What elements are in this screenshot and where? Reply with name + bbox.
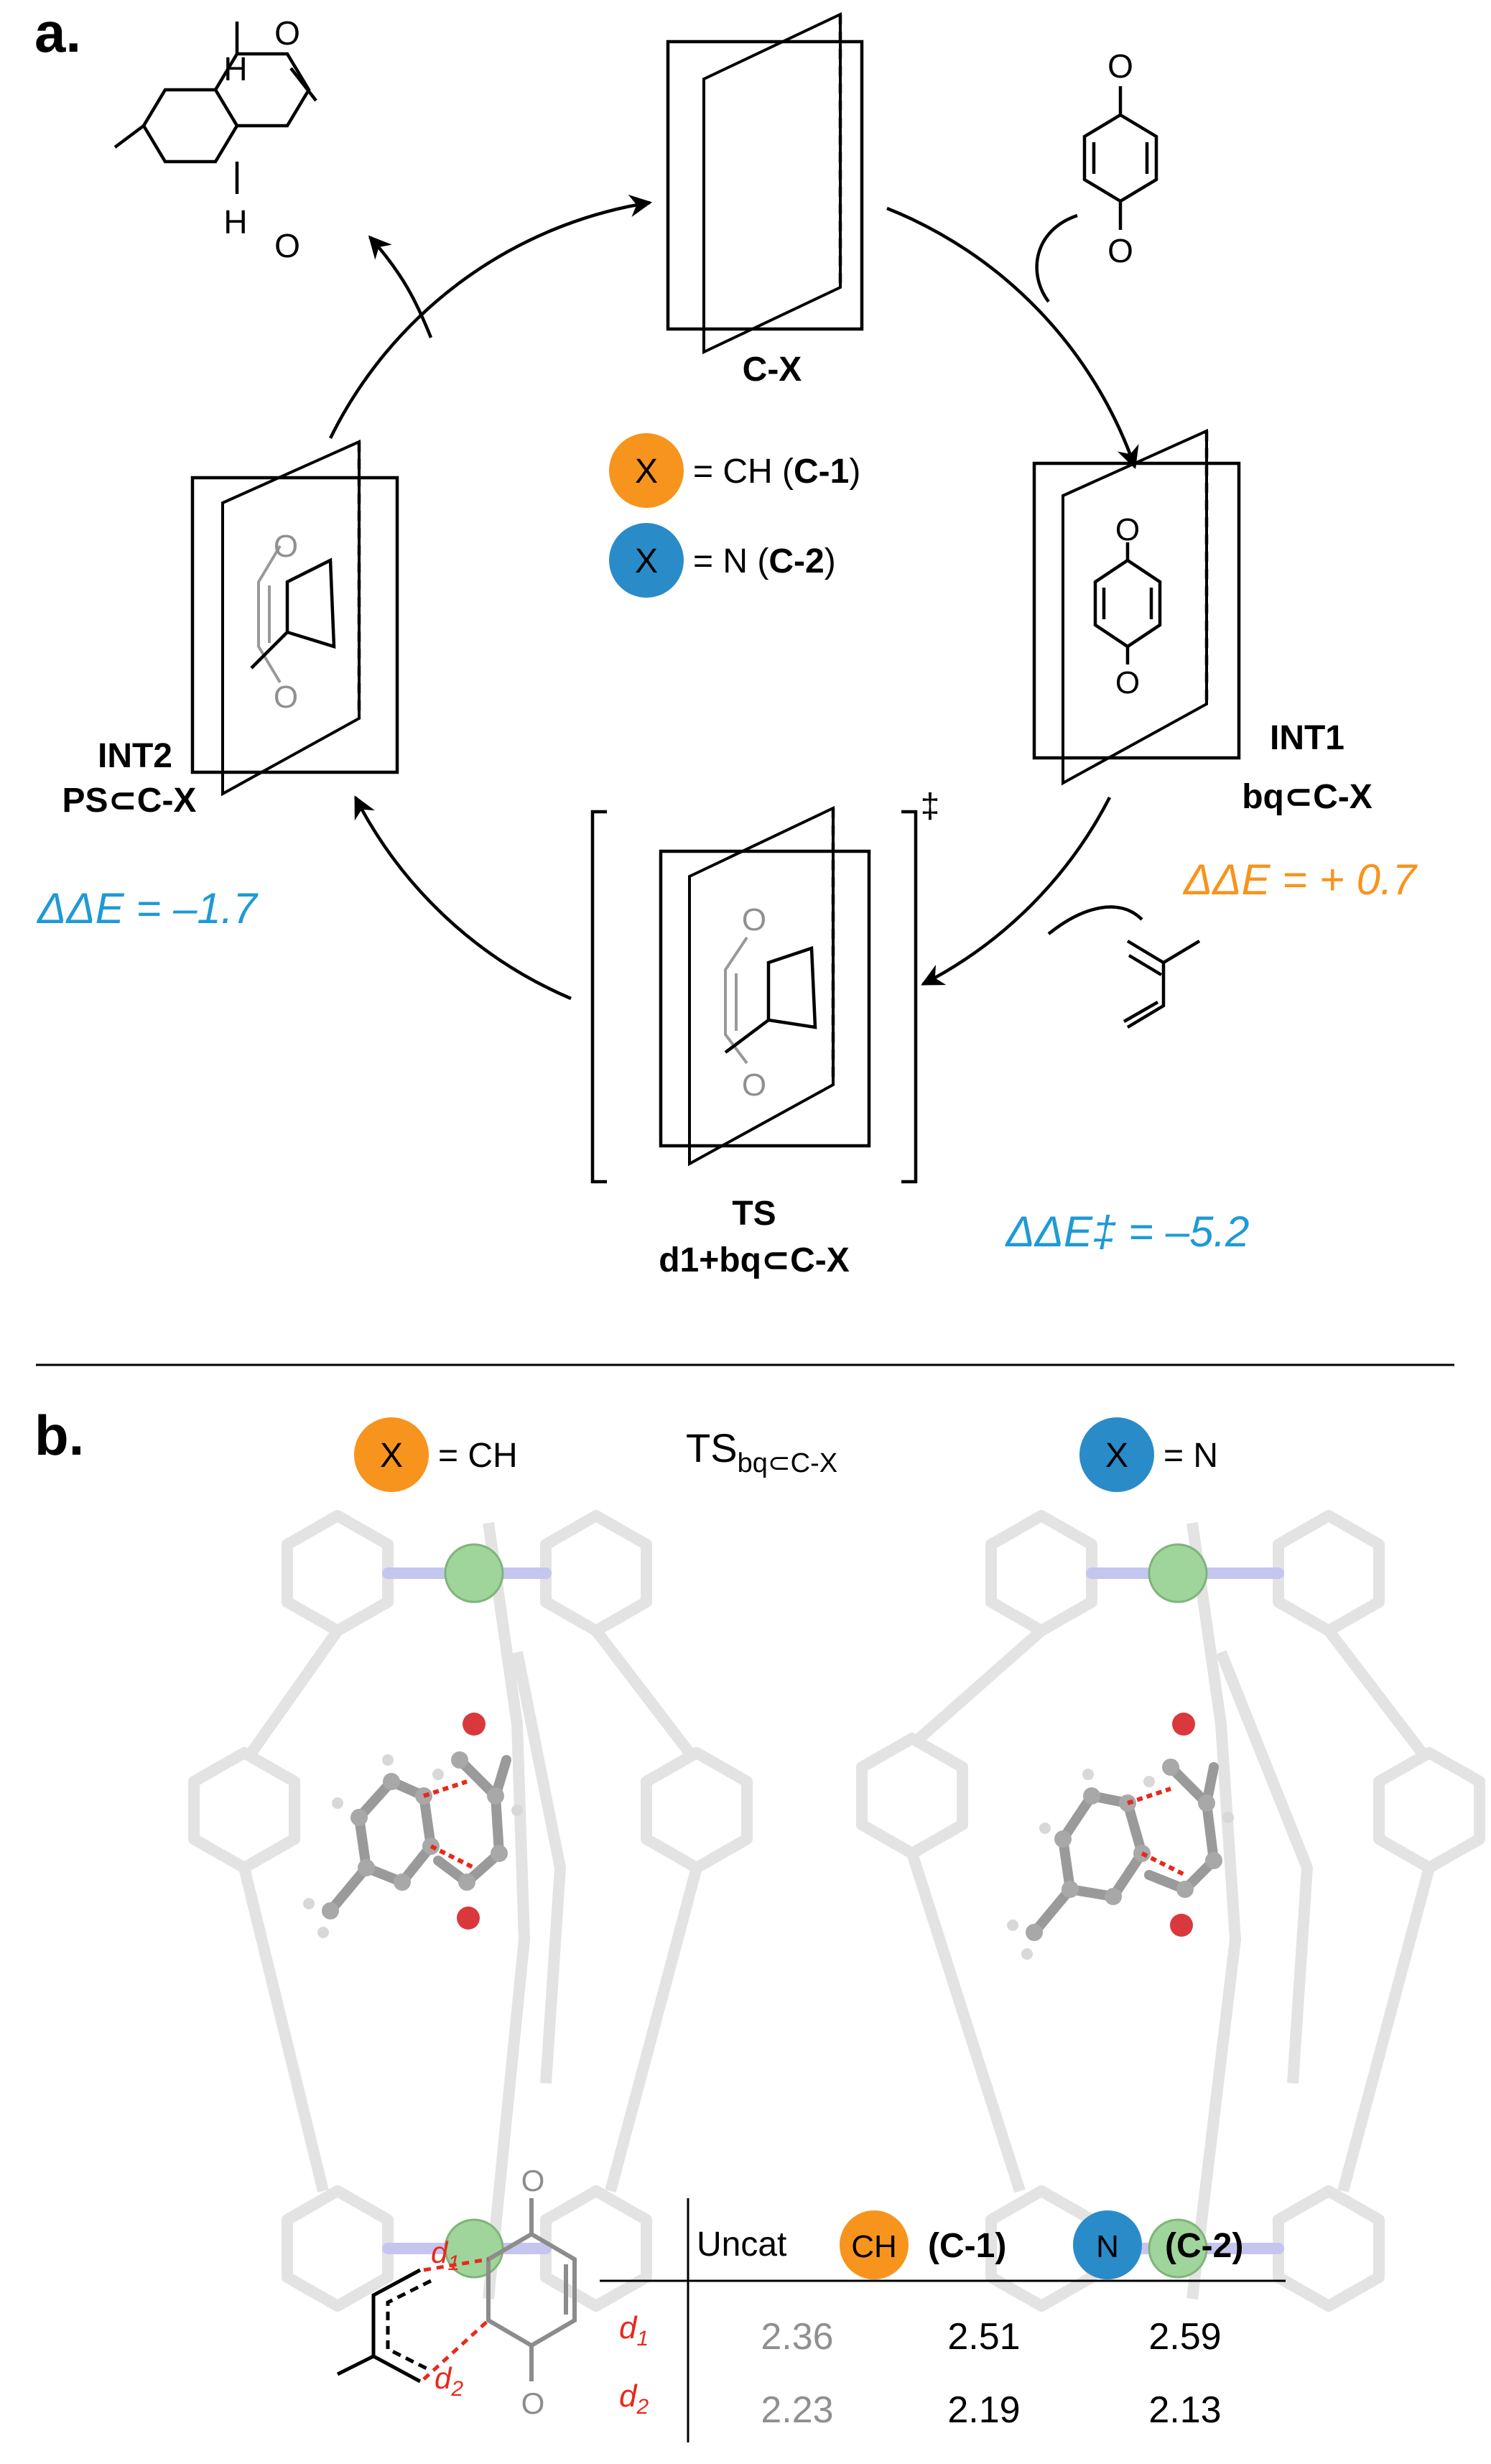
arrow-bq-entry [1035, 213, 1078, 303]
int2-o-top: O [274, 529, 298, 564]
product-o-bottom: O [274, 227, 300, 264]
int2-o-bottom: O [274, 680, 298, 715]
row-d2-label: d2 [619, 2379, 649, 2419]
isoprene-molecule [1123, 940, 1201, 1029]
bq-o-bottom: O [1107, 232, 1133, 269]
right-title-badge [1079, 1417, 1154, 1492]
int2-sublabel: PS⊂C-X [62, 782, 197, 820]
header-ch-badge [840, 2210, 909, 2279]
int1-o-bottom: O [1115, 665, 1140, 700]
panel-a-label: a. [34, 1, 81, 64]
cage-int2 [190, 439, 399, 797]
row-d2-c2: 2.13 [1148, 2389, 1221, 2431]
legend-n-text: = N (C-2) [693, 542, 836, 580]
right-title-text: = N [1163, 1437, 1218, 1475]
int1-o-top: O [1115, 512, 1140, 547]
schematic-o-bottom: O [521, 2386, 545, 2420]
cage-top [666, 11, 864, 355]
row-d1-uncat: 2.36 [761, 2316, 833, 2358]
panel-b-label: b. [34, 1404, 84, 1467]
int2-energy: ΔΔE = –1.7 [36, 884, 259, 932]
ts-label: TS [732, 1195, 776, 1233]
schematic-o-top: O [521, 2164, 545, 2197]
benzoquinone-molecule [1082, 86, 1158, 230]
cage-int1 [1032, 428, 1241, 786]
row-d2-c1: 2.19 [947, 2389, 1020, 2431]
int1-energy: ΔΔE = + 0.7 [1182, 856, 1418, 904]
left-title-text: = CH [438, 1437, 518, 1475]
bond-schematic-molecule [336, 2198, 577, 2384]
table-row: d1 2.36 2.51 2.59 [619, 2310, 1222, 2358]
legend-ch: X = CH (C-1) [609, 433, 860, 508]
bond-length-table: Uncat CH (C-1) N (C-2) d1 2.36 2.51 2.59… [600, 2198, 1286, 2442]
arrow-ts-to-int2 [353, 795, 572, 1001]
arrow-int2-to-cage [328, 194, 653, 439]
catalytic-cycle-arrows [328, 194, 1143, 1001]
panel-b-left-title: X = CH [354, 1417, 518, 1492]
arrow-int1-to-ts [921, 796, 1112, 986]
header-ch-label: (C-1) [928, 2227, 1006, 2265]
header-n-label: (C-2) [1165, 2227, 1243, 2265]
header-ch-badge-text: CH [851, 2229, 897, 2264]
row-d2-uncat: 2.23 [761, 2389, 833, 2431]
arrow-product-release [368, 235, 433, 338]
ts-structure-n [856, 1510, 1485, 2312]
product-o-top: O [274, 14, 300, 52]
ts-o-bottom: O [742, 1067, 766, 1103]
left-title-badge-text: X [380, 1437, 403, 1475]
header-n-badge [1073, 2210, 1142, 2279]
cage-label: C-X [743, 351, 802, 389]
ts-sublabel: d1+bq⊂C-X [659, 1241, 850, 1279]
legend-n: X = N (C-2) [609, 523, 836, 598]
product-h-bottom: H [223, 203, 247, 241]
legend-n-badge-text: X [635, 542, 658, 580]
cage-ts [590, 805, 918, 1184]
arrow-diene-entry [1047, 905, 1143, 935]
arrow-cage-to-int1 [886, 206, 1139, 469]
table-row: d2 2.23 2.19 2.13 [619, 2379, 1222, 2431]
legend-n-badge [609, 523, 684, 598]
schematic-d1: d1 [431, 2236, 460, 2275]
ts-energy: ΔΔE‡ = –5.2 [1004, 1208, 1249, 1256]
legend-ch-text: = CH (C-1) [693, 453, 860, 491]
legend-ch-badge-text: X [635, 453, 658, 491]
ts-o-top: O [742, 902, 766, 937]
int2-label: INT2 [98, 737, 172, 775]
left-title-badge [354, 1417, 429, 1492]
ts-structure-ch [188, 1510, 753, 2312]
ts-dagger: ‡ [921, 787, 940, 825]
product-h-top: H [223, 50, 247, 88]
right-title-badge-text: X [1105, 1437, 1128, 1475]
product-molecule [113, 22, 317, 194]
bq-o-top: O [1107, 47, 1133, 85]
int1-label: INT1 [1270, 719, 1344, 757]
panel-b-right-title: X = N [1079, 1417, 1218, 1492]
panel-b-center-title: TSbq⊂C-X [686, 1425, 837, 1478]
legend-ch-badge [609, 433, 684, 508]
row-d1-c2: 2.59 [1148, 2316, 1221, 2358]
row-d1-c1: 2.51 [947, 2316, 1020, 2358]
int1-sublabel: bq⊂C-X [1242, 778, 1372, 816]
schematic-d2: d2 [435, 2361, 463, 2401]
header-n-badge-text: N [1096, 2229, 1119, 2264]
row-d1-label: d1 [619, 2310, 649, 2350]
header-uncat: Uncat [697, 2226, 786, 2264]
